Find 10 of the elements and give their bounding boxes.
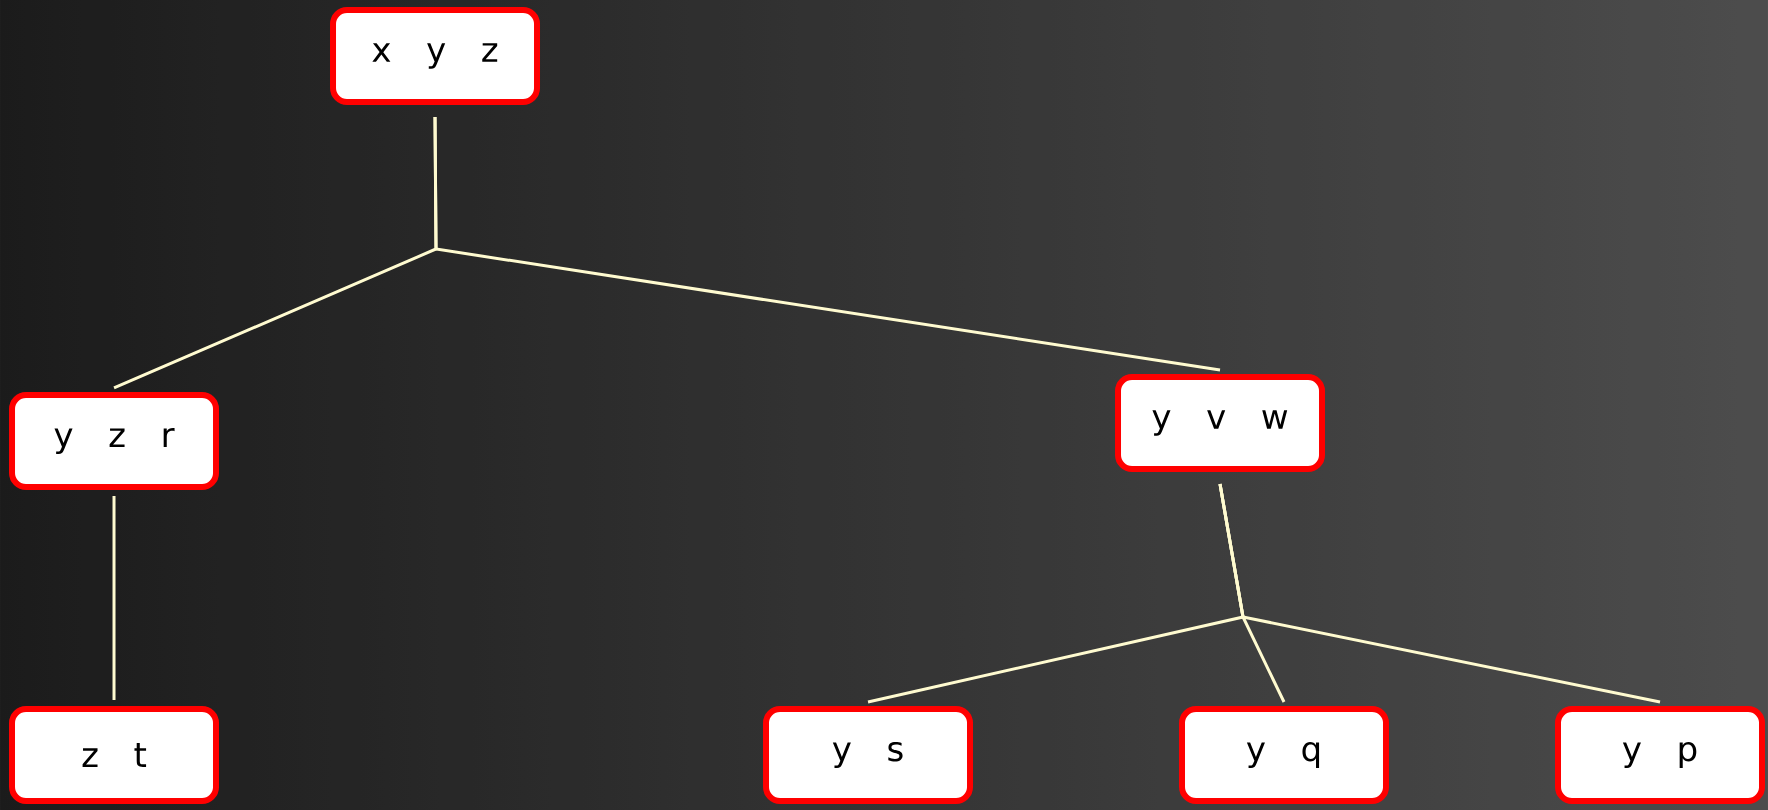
tree-node-box: y s (763, 706, 973, 804)
tree-node-box: y q (1179, 706, 1389, 804)
tree-node-box: x y z (330, 7, 540, 105)
tree-node-box: y z r (9, 392, 219, 490)
tree-node-box: y v w (1115, 374, 1325, 472)
connector-line (433, 116, 1221, 372)
tree-node-box: z t (9, 706, 219, 804)
tree-node-box: y p (1555, 706, 1765, 804)
connector-line (1218, 483, 1661, 704)
connector-line (112, 496, 116, 700)
